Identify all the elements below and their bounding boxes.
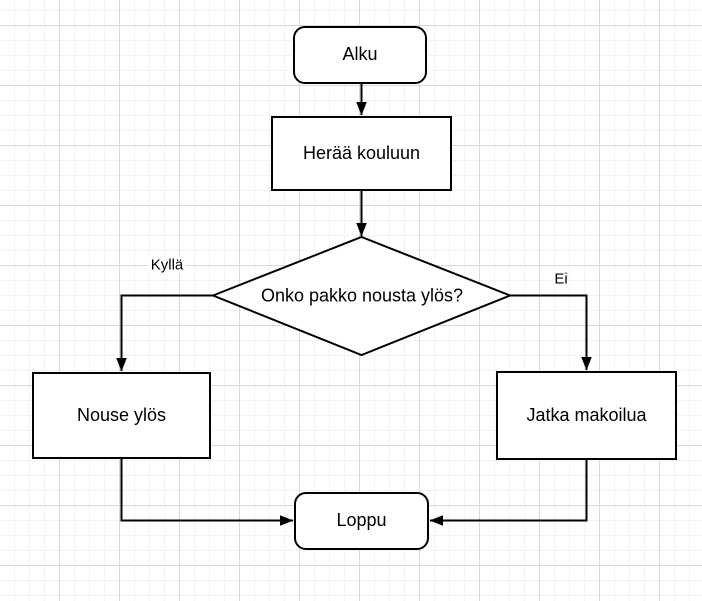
edge-decision-yes-to-getup[interactable]: [116, 294, 214, 372]
edge-decision-no-to-keeplying[interactable]: [510, 294, 592, 371]
edge-label-no[interactable]: Ei: [552, 270, 570, 288]
node-decision-shape[interactable]: [210, 235, 513, 357]
node-wakeup[interactable]: Herää kouluun: [271, 116, 452, 191]
node-getup[interactable]: Nouse ylös: [32, 372, 211, 459]
node-wakeup-label: Herää kouluun: [302, 142, 421, 163]
edge-getup-to-end[interactable]: [120, 459, 294, 526]
node-keeplying[interactable]: Jatka makoilua: [496, 371, 677, 460]
node-getup-label: Nouse ylös: [76, 404, 167, 425]
node-end[interactable]: Loppu: [294, 492, 429, 550]
node-start[interactable]: Alku: [293, 26, 427, 84]
node-end-label: Loppu: [336, 510, 387, 531]
edge-keeplying-to-end[interactable]: [429, 460, 588, 526]
edge-label-yes[interactable]: Kyllä: [148, 256, 186, 274]
node-decision-label: Onko pakko nousta ylös?: [260, 285, 464, 306]
node-keeplying-label: Jatka makoilua: [526, 404, 647, 425]
node-start-label: Alku: [342, 44, 378, 65]
